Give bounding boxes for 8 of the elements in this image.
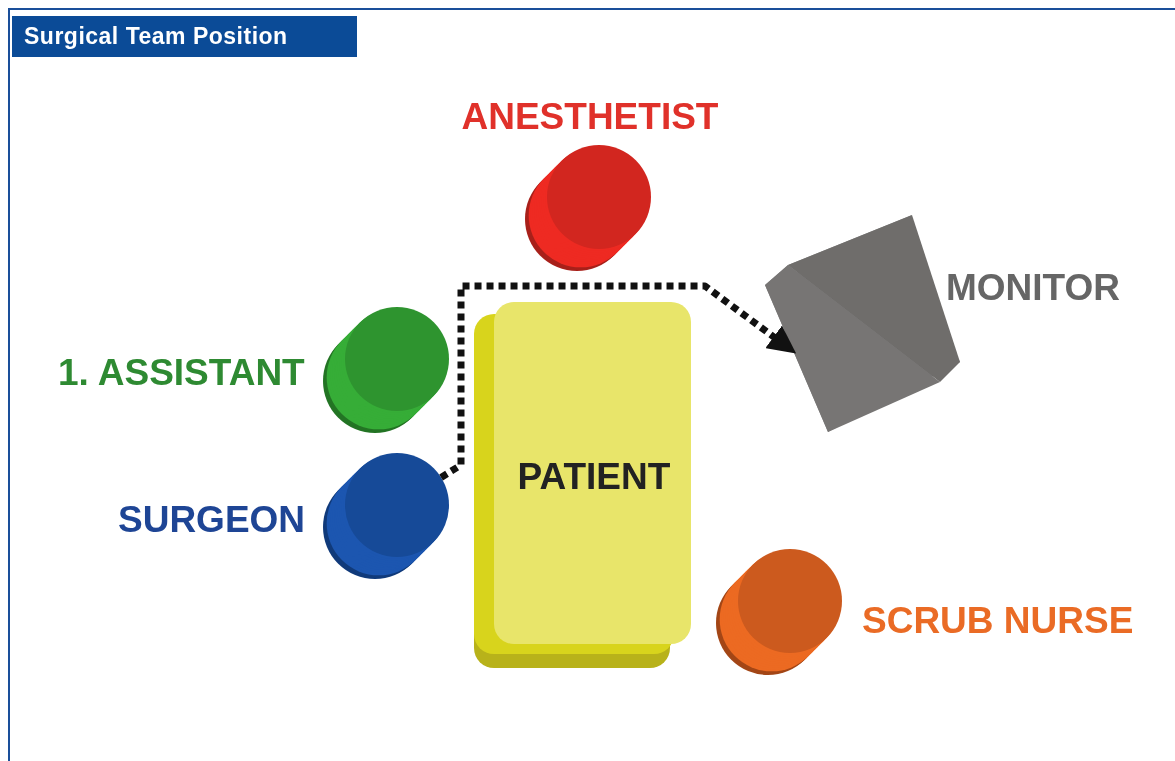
- assistant-label: 1. ASSISTANT: [58, 353, 305, 393]
- surgeon-label: SURGEON: [118, 500, 306, 540]
- arrow: [439, 282, 797, 481]
- scrub-nurse-label: SCRUB NURSE: [862, 601, 1134, 641]
- patient-label: PATIENT: [517, 457, 671, 497]
- anesthetist-label: ANESTHETIST: [461, 97, 719, 137]
- monitor-label: MONITOR: [946, 268, 1121, 308]
- title-banner: Surgical Team Position: [12, 16, 357, 57]
